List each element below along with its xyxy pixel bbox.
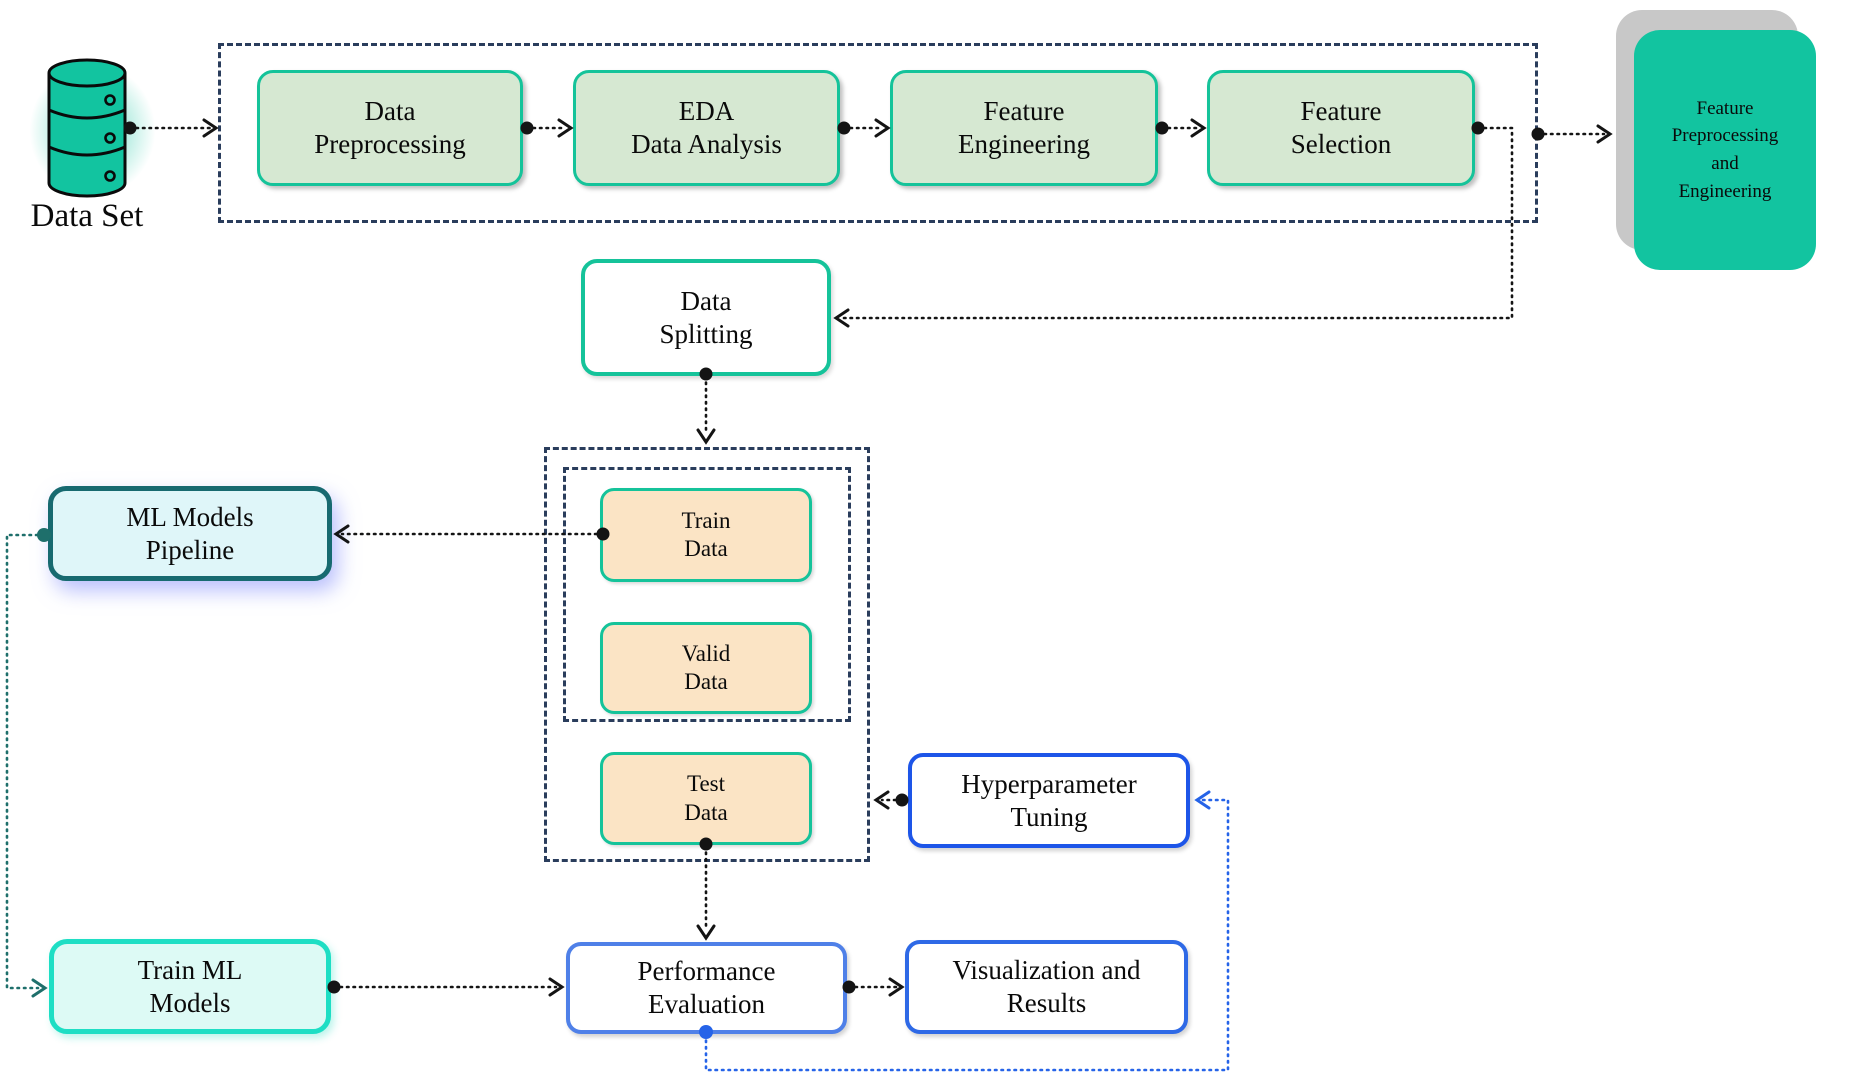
- connector-splitting-to-split-group: [696, 367, 716, 445]
- node-label: Feature: [1300, 96, 1382, 127]
- connector-train-ml-to-performance: [327, 977, 565, 997]
- connector-hyperparameter-to-test-data: [873, 790, 909, 810]
- database-icon: [47, 58, 127, 198]
- node-label: Engineering: [1678, 180, 1772, 202]
- node-label: Test: [687, 771, 725, 797]
- node-label: Feature: [1696, 97, 1754, 119]
- node-label: ML Models: [126, 501, 254, 532]
- node-visualization-results: Visualization and Results: [905, 940, 1188, 1034]
- node-label: Performance: [637, 956, 776, 987]
- train-valid-group: [563, 467, 851, 722]
- node-label: Models: [149, 987, 231, 1018]
- node-label: Data: [684, 799, 728, 825]
- connector-ml-pipeline-to-train-ml: [5, 528, 51, 998]
- node-label: Pipeline: [145, 534, 235, 565]
- node-train-data: Train Data: [600, 488, 812, 582]
- dataset-label: Data Set: [30, 198, 144, 234]
- node-label: Evaluation: [648, 989, 765, 1019]
- connector-performance-to-visualization: [842, 977, 905, 997]
- node-feature-preprocessing-engineering: Feature Preprocessing and Engineering: [1634, 30, 1816, 270]
- node-label: Preprocessing: [1671, 125, 1779, 147]
- node-label: Data: [364, 96, 416, 127]
- node-label: Preprocessing: [314, 129, 466, 159]
- node-label: Data Analysis: [631, 129, 782, 159]
- node-eda-data-analysis: EDA Data Analysis: [573, 70, 840, 186]
- node-label: Train: [681, 507, 731, 533]
- node-label: Feature: [983, 96, 1065, 127]
- node-feature-engineering: Feature Engineering: [890, 70, 1158, 186]
- node-label: Data: [684, 536, 728, 561]
- node-label: EDA: [678, 96, 735, 127]
- node-performance-evaluation: Performance Evaluation: [566, 942, 847, 1034]
- node-label: Visualization and: [952, 955, 1141, 986]
- node-valid-data: Valid Data: [600, 622, 812, 714]
- node-label: Results: [1006, 988, 1087, 1018]
- node-label: and: [1711, 153, 1739, 174]
- node-label: Splitting: [659, 318, 753, 349]
- node-feature-selection: Feature Selection: [1207, 70, 1475, 186]
- node-label: Data: [680, 285, 732, 316]
- node-test-data: Test Data: [600, 752, 812, 845]
- node-label: Selection: [1290, 129, 1392, 159]
- node-label: Train ML: [137, 954, 243, 985]
- node-label: Hyperparameter: [961, 768, 1137, 799]
- node-data-preprocessing: Data Preprocessing: [257, 70, 523, 186]
- node-label: Valid: [681, 640, 731, 666]
- node-train-ml-models: Train ML Models: [49, 939, 331, 1034]
- node-hyperparameter-tuning: Hyperparameter Tuning: [908, 753, 1190, 848]
- connector-group-to-feature-prep-card: [1531, 124, 1613, 144]
- node-label: Data: [684, 669, 728, 694]
- node-ml-models-pipeline: ML Models Pipeline: [48, 486, 332, 581]
- node-label: Engineering: [958, 129, 1090, 159]
- node-label: Tuning: [1010, 801, 1088, 832]
- node-data-splitting: Data Splitting: [581, 259, 831, 376]
